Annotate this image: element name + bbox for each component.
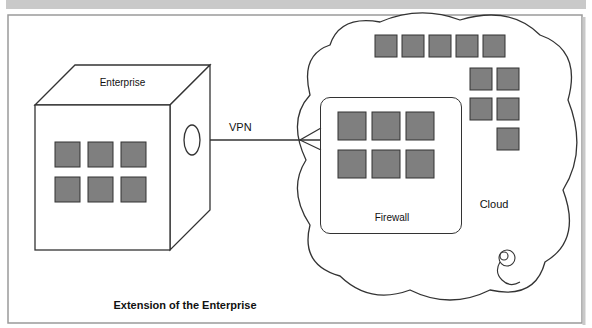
cloud-region: CloudFirewall xyxy=(300,12,585,307)
server-squares xyxy=(55,142,146,202)
vpn-connector xyxy=(210,140,320,141)
connector-line xyxy=(210,139,320,140)
cube-side xyxy=(170,65,210,250)
top-band xyxy=(6,0,586,9)
caption: Extension of the Enterprise xyxy=(113,299,256,311)
enterprise-cube: Enterprise xyxy=(35,65,210,250)
edge-label: VPN xyxy=(228,121,253,134)
cloud-swirl xyxy=(497,250,520,285)
cloud-outline xyxy=(297,13,576,300)
cloud-squares xyxy=(338,35,519,178)
firewall-wedge xyxy=(300,128,321,150)
node-label: Enterprise xyxy=(35,77,210,89)
node-label: Cloud xyxy=(464,198,524,211)
firewall-box: Firewall xyxy=(320,97,462,234)
node-label: Firewall xyxy=(321,212,463,224)
cube-front xyxy=(35,105,170,250)
frame-shadow xyxy=(583,17,586,325)
vpn-port xyxy=(184,125,200,155)
